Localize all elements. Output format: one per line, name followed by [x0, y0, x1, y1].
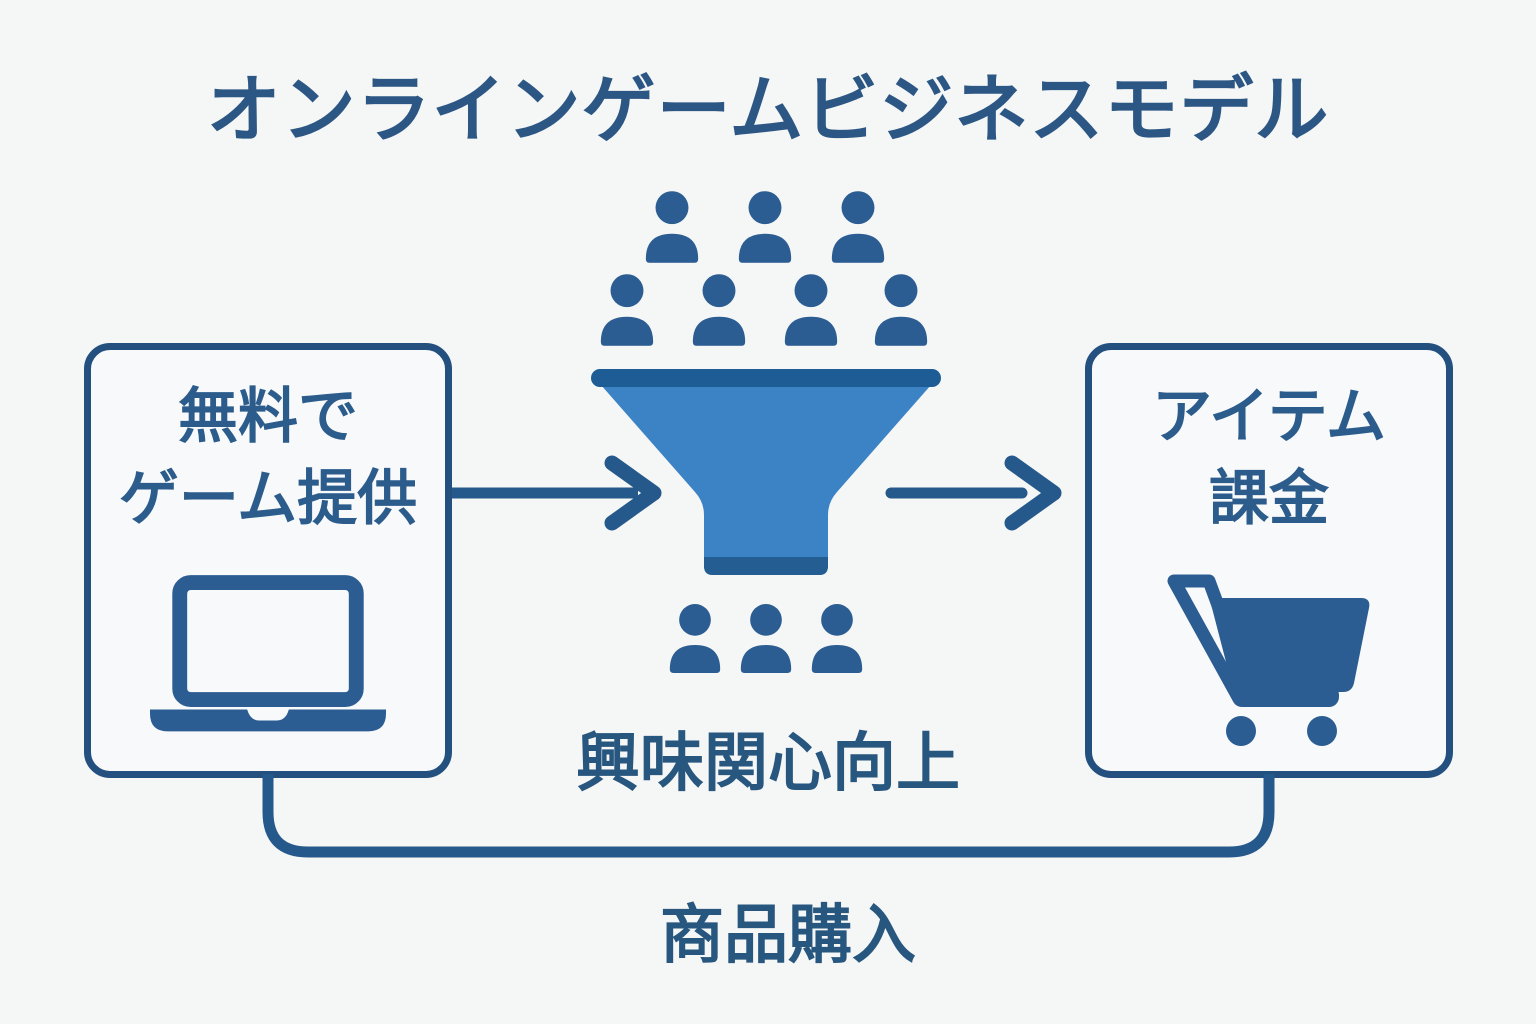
person-icon	[807, 604, 867, 673]
item-billing-label-line1: アイテム	[1152, 383, 1386, 450]
funnel-body	[601, 385, 931, 575]
bottom-flow-caption: 商品購入	[660, 899, 916, 971]
item-billing-label: アイテム 課金	[1092, 376, 1446, 540]
free-game-label: 無料で ゲーム提供	[91, 376, 445, 540]
funnel-rim	[591, 369, 941, 387]
cart-basket	[1211, 598, 1370, 692]
arrow-right-icon	[452, 455, 662, 531]
person-icon	[870, 274, 932, 346]
laptop-base	[149, 709, 387, 732]
funnel-icon	[591, 369, 941, 575]
funnel-spout-band	[704, 557, 828, 575]
free-game-label-line2: ゲーム提供	[118, 465, 418, 532]
shopping-cart-icon	[1167, 574, 1370, 746]
person-icon	[827, 191, 889, 263]
person-icon	[641, 191, 703, 263]
free-game-box: 無料で ゲーム提供	[84, 343, 452, 778]
person-icon	[665, 604, 725, 673]
cart-wheel-right	[1307, 716, 1337, 746]
item-billing-box: アイテム 課金	[1085, 343, 1453, 778]
cart-chassis	[1232, 685, 1339, 707]
free-game-label-line1: 無料で	[178, 383, 358, 450]
item-billing-label-line2: 課金	[1209, 465, 1329, 532]
arrow-head	[604, 455, 662, 531]
return-connector-path	[262, 774, 1275, 858]
cart-wheel-left	[1226, 716, 1256, 746]
person-icon	[688, 274, 750, 346]
person-icon	[596, 274, 658, 346]
page-title: オンラインゲームビジネスモデル	[206, 68, 1330, 151]
laptop-screen	[172, 575, 364, 708]
arrow-right-icon	[885, 455, 1062, 531]
return-connector-line	[262, 774, 1275, 858]
arrow-head	[1004, 455, 1062, 531]
person-icon	[780, 274, 842, 346]
laptop-icon	[149, 575, 387, 732]
person-icon	[734, 191, 796, 263]
funnel-caption: 興味関心向上	[576, 727, 960, 799]
person-icon	[736, 604, 796, 673]
